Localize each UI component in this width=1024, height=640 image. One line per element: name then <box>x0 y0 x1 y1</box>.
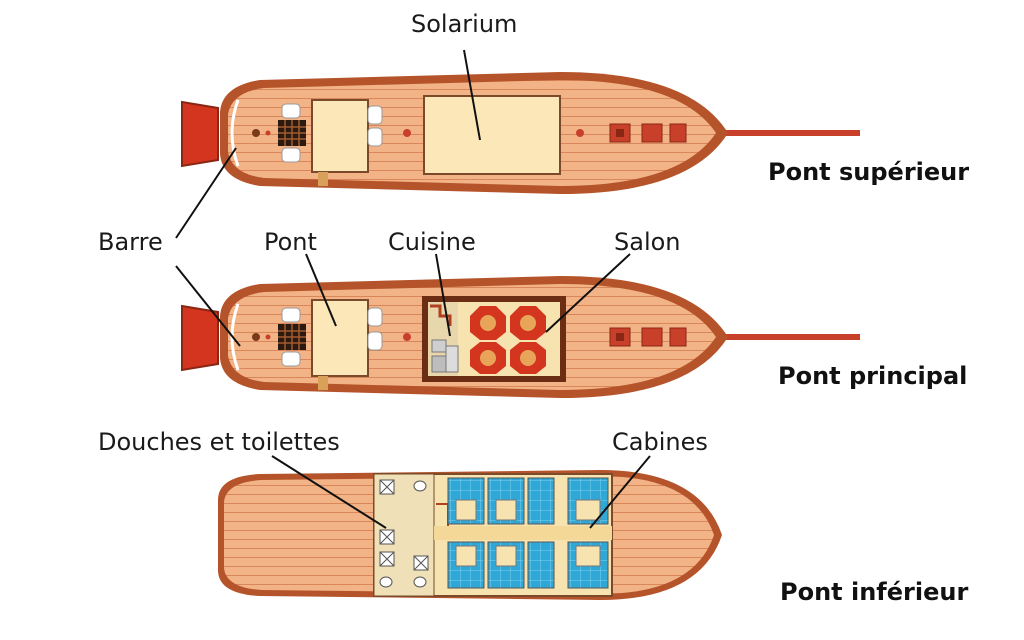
wheelhouse-roof-upper <box>311 99 369 173</box>
label-solarium: Solarium <box>411 10 518 38</box>
skylight-main <box>278 307 306 367</box>
deck-title-lower: Pont inférieur <box>780 578 969 606</box>
upper-deck <box>181 72 860 194</box>
label-cuisine: Cuisine <box>388 228 476 256</box>
label-cabines: Cabines <box>612 428 708 456</box>
corridor <box>434 526 612 540</box>
deck-title-main: Pont principal <box>778 362 968 390</box>
lounge-seating <box>470 306 546 374</box>
showers-toilets-area <box>373 473 435 597</box>
rudder-upper <box>181 100 219 168</box>
deck-title-upper: Pont supérieur <box>768 158 970 186</box>
main-deck <box>181 276 860 398</box>
cabins <box>447 477 609 589</box>
cabin <box>527 477 555 525</box>
bridge-wheelhouse <box>311 299 369 377</box>
label-pont: Pont <box>264 228 317 256</box>
label-douches-toilettes: Douches et toilettes <box>98 428 340 456</box>
leader-lines <box>175 49 651 529</box>
rudder-main <box>181 304 219 372</box>
skylight-upper <box>278 103 306 163</box>
kitchen-lounge-cabin <box>422 296 566 382</box>
hatches-upper <box>609 123 687 143</box>
lower-deck <box>218 470 722 600</box>
hatches-main <box>609 327 687 347</box>
cabin <box>527 541 555 589</box>
label-barre: Barre <box>98 228 163 256</box>
label-salon: Salon <box>614 228 681 256</box>
solarium-area <box>423 95 561 175</box>
